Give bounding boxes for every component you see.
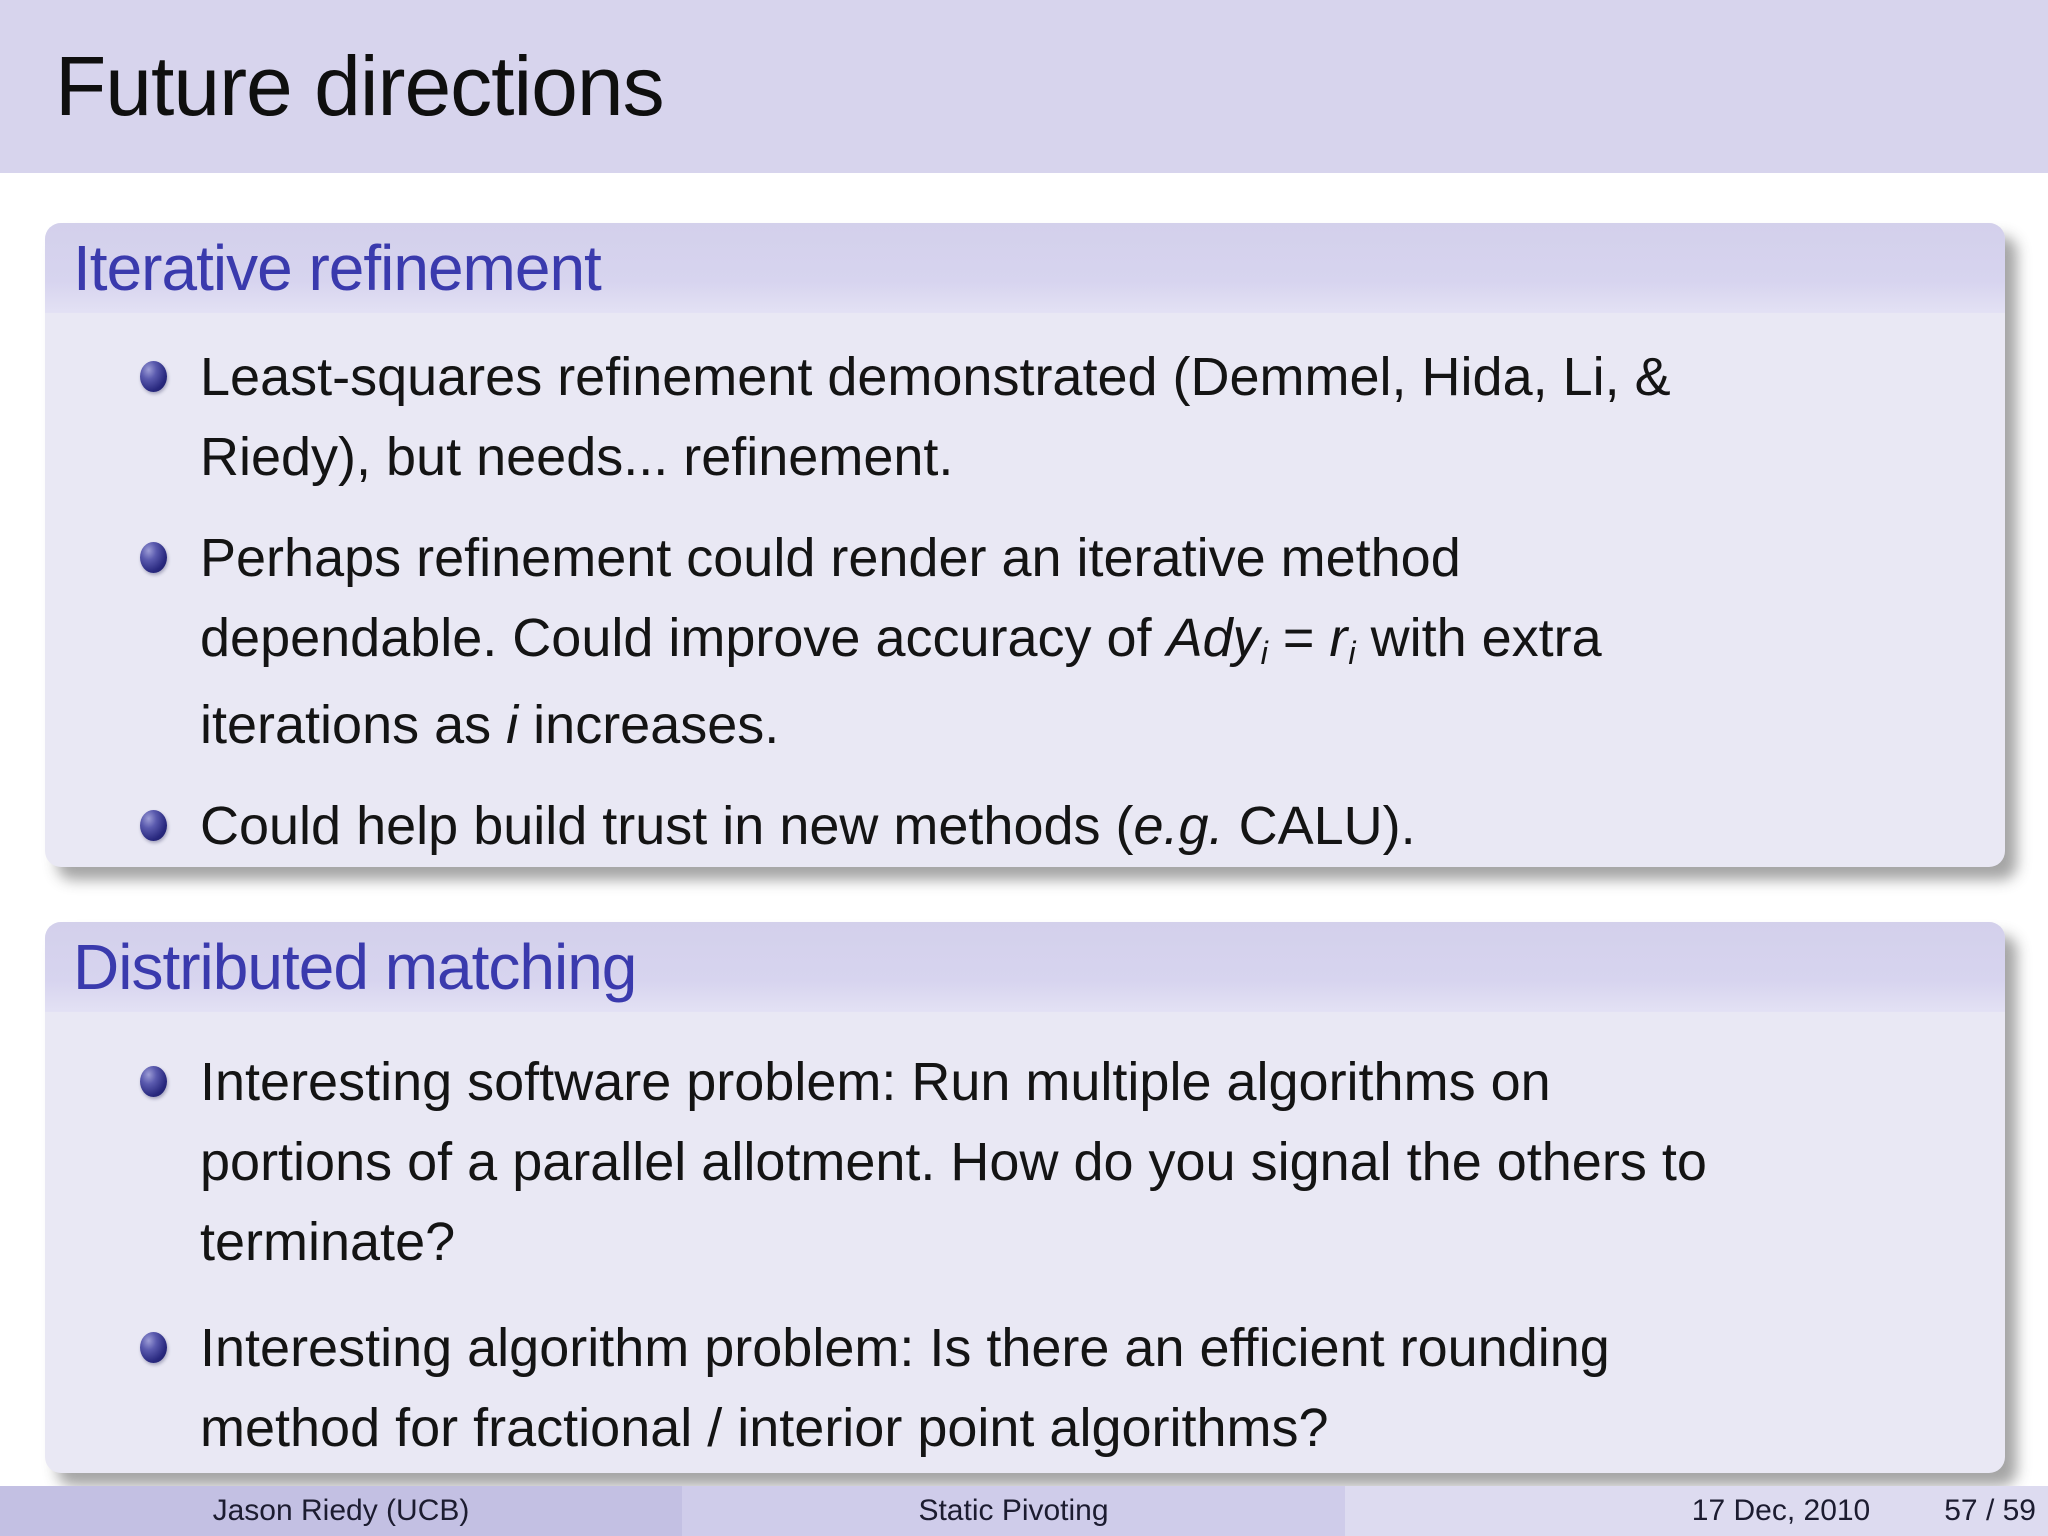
bullet-line-text: CALU).	[1223, 796, 1416, 856]
bullet-line: Could help build trust in new methods (e…	[200, 786, 1416, 866]
block-title: Distributed matching	[73, 931, 637, 1003]
bullet-line-text: Could help build trust in new methods (	[200, 796, 1134, 856]
bullet-item: Least-squares refinement demonstrated (D…	[45, 337, 2005, 497]
block-iterative-refinement: Iterative refinement Least-squares refin…	[45, 223, 2005, 867]
slide-title: Future directions	[55, 39, 665, 133]
footer-author: Jason Riedy (UCB)	[212, 1494, 470, 1527]
math-subscript: i	[1260, 635, 1268, 672]
footer-meta-section: 17 Dec, 2010 57 / 59	[1345, 1486, 2048, 1536]
bullet-text: Least-squares refinement demonstrated (D…	[200, 337, 1671, 497]
bullet-item: Perhaps refinement could render an itera…	[45, 518, 2005, 765]
bullet-line: portions of a parallel allotment. How do…	[200, 1132, 1707, 1192]
bullet-line-text: increases.	[518, 695, 780, 755]
bullet-marker-icon	[140, 542, 167, 573]
block-body: Least-squares refinement demonstrated (D…	[45, 313, 2005, 866]
bullet-item: Interesting software problem: Run multip…	[45, 1042, 2005, 1282]
block-body: Interesting software problem: Run multip…	[45, 1012, 2005, 1468]
footer-bar: Jason Riedy (UCB) Static Pivoting 17 Dec…	[0, 1486, 2048, 1536]
bullet-line: method for fractional / interior point a…	[200, 1398, 1329, 1458]
math-variable: Ady	[1166, 608, 1260, 668]
bullet-text: Interesting software problem: Run multip…	[200, 1042, 1707, 1282]
bullet-item: Interesting algorithm problem: Is there …	[45, 1308, 2005, 1468]
footer-author-section: Jason Riedy (UCB)	[0, 1486, 682, 1536]
block-title: Iterative refinement	[73, 232, 602, 304]
bullet-text: Perhaps refinement could render an itera…	[200, 518, 1602, 765]
block-header: Iterative refinement	[45, 223, 2005, 313]
footer-page-number: 57 / 59	[1944, 1494, 2036, 1527]
bullet-line: Least-squares refinement demonstrated (D…	[200, 347, 1671, 407]
math-subscript: i	[1348, 635, 1356, 672]
bullet-line-text: dependable. Could improve accuracy of	[200, 608, 1167, 668]
bullet-marker-icon	[140, 1066, 167, 1097]
bullet-marker-icon	[140, 810, 167, 841]
bullet-line: Interesting algorithm problem: Is there …	[200, 1318, 1610, 1378]
footer-deck-title-section: Static Pivoting	[682, 1486, 1345, 1536]
slide-title-bar: Future directions	[0, 0, 2048, 173]
math-equals: =	[1267, 608, 1330, 668]
bullet-line: iterations as i increases.	[200, 685, 1602, 765]
bullet-line: dependable. Could improve accuracy of Ad…	[200, 598, 1602, 685]
bullet-line: terminate?	[200, 1212, 456, 1272]
bullet-item: Could help build trust in new methods (e…	[45, 786, 2005, 866]
bullet-text: Interesting algorithm problem: Is there …	[200, 1308, 1610, 1468]
footer-deck-title: Static Pivoting	[918, 1494, 1109, 1527]
bullet-marker-icon	[140, 361, 167, 392]
bullet-line: Perhaps refinement could render an itera…	[200, 528, 1461, 588]
bullet-line-text: with extra	[1355, 608, 1602, 668]
bullet-line: Riedy), but needs... refinement.	[200, 427, 954, 487]
block-distributed-matching: Distributed matching Interesting softwar…	[45, 922, 2005, 1473]
math-variable: i	[506, 695, 519, 755]
block-header: Distributed matching	[45, 922, 2005, 1012]
latin-abbrev-italic: e.g.	[1133, 796, 1224, 856]
math-variable: r	[1329, 608, 1348, 668]
bullet-marker-icon	[140, 1332, 167, 1363]
footer-date: 17 Dec, 2010	[1691, 1494, 1871, 1527]
bullet-line: Interesting software problem: Run multip…	[200, 1052, 1551, 1112]
bullet-line-text: iterations as	[200, 695, 507, 755]
bullet-text: Could help build trust in new methods (e…	[200, 786, 1416, 866]
